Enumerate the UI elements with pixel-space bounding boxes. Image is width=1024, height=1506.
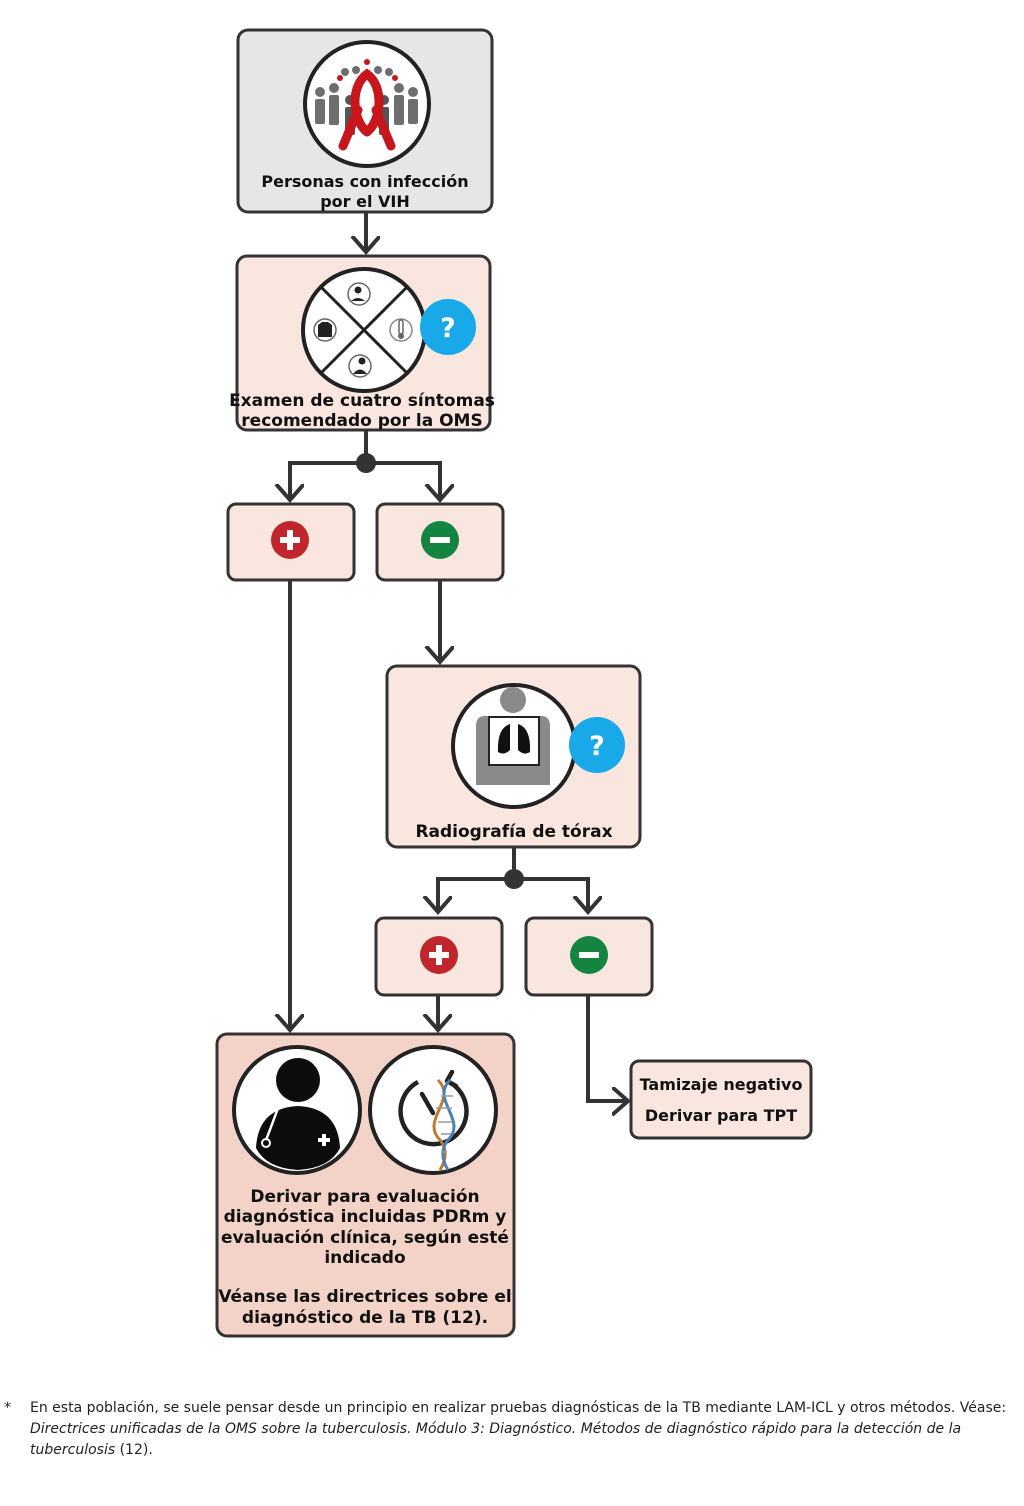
refer-text-line-3: evaluación clínica, según esté [221,1228,509,1248]
arrow-split-to-positive [290,461,366,500]
help-glyph: ? [440,313,456,344]
arrow-xsplit-to-negative [514,877,588,912]
split-dot-screen [356,453,376,473]
node-symptom-screen: ? Examen de cuatro síntomas recomendado … [229,254,495,432]
refer-text-line-2: diagnóstica incluidas PDRm y [224,1207,507,1227]
footnote-text: En esta población, se suele pensar desde… [30,1398,1024,1461]
chest-xray-title: Radiografía de tórax [415,822,612,842]
minus-icon [421,521,459,559]
dna-test-icon [368,1045,498,1175]
chest-xray-icon [451,683,577,809]
hiv-people-subtitle: por el VIH [320,192,410,211]
refer-text-line-1: Derivar para evaluación [250,1187,479,1207]
split-dot-xray [504,869,524,889]
footnote-marker: * [4,1400,11,1416]
footnote-text-start: En esta población, se suele pensar desde… [30,1400,1007,1416]
negative-result-title: Tamizaje negativo [640,1075,803,1094]
help-glyph: ? [589,731,605,762]
node-negative-result: Tamizaje negativo Derivar para TPT [629,1059,813,1140]
node-screen-negative [375,502,505,582]
refer-guideline-line-2: diagnóstico de la TB (12). [242,1308,488,1328]
node-hiv-people: Personas con infección por el VIH [236,28,494,214]
node-xray-positive [374,916,504,997]
four-symptoms-icon [301,267,427,393]
arrow-xnegative-to-result [586,995,628,1101]
help-icon[interactable]: ? [569,717,625,773]
refer-text-line-4: indicado [324,1248,405,1268]
help-icon[interactable]: ? [420,299,476,355]
plus-icon [271,521,309,559]
connectors [290,212,628,1101]
node-screen-positive [226,502,356,582]
hiv-ribbon-crowd-icon [303,40,431,168]
arrow-xsplit-to-positive [438,877,514,912]
minus-icon [570,936,608,974]
footnote-text-end: (12). [115,1442,153,1458]
plus-icon [420,936,458,974]
flowchart: Personas con infección por el VIH ? [215,28,813,1338]
node-refer-diagnosis: Derivar para evaluación diagnóstica incl… [215,1032,516,1338]
footnote-guideline-title: Directrices unificadas de la OMS sobre l… [30,1421,962,1458]
arrow-split-to-negative [366,461,440,500]
node-xray-negative [524,916,654,997]
refer-guideline-line-1: Véanse las directrices sobre el [218,1287,511,1307]
symptom-screen-title: Examen de cuatro síntomas [229,391,495,411]
symptom-screen-subtitle: recomendado por la OMS [241,411,482,431]
doctor-icon [232,1045,362,1175]
negative-result-action: Derivar para TPT [645,1106,797,1125]
hiv-people-title: Personas con infección [261,172,468,191]
node-chest-xray: ? Radiografía de tórax [385,664,642,849]
